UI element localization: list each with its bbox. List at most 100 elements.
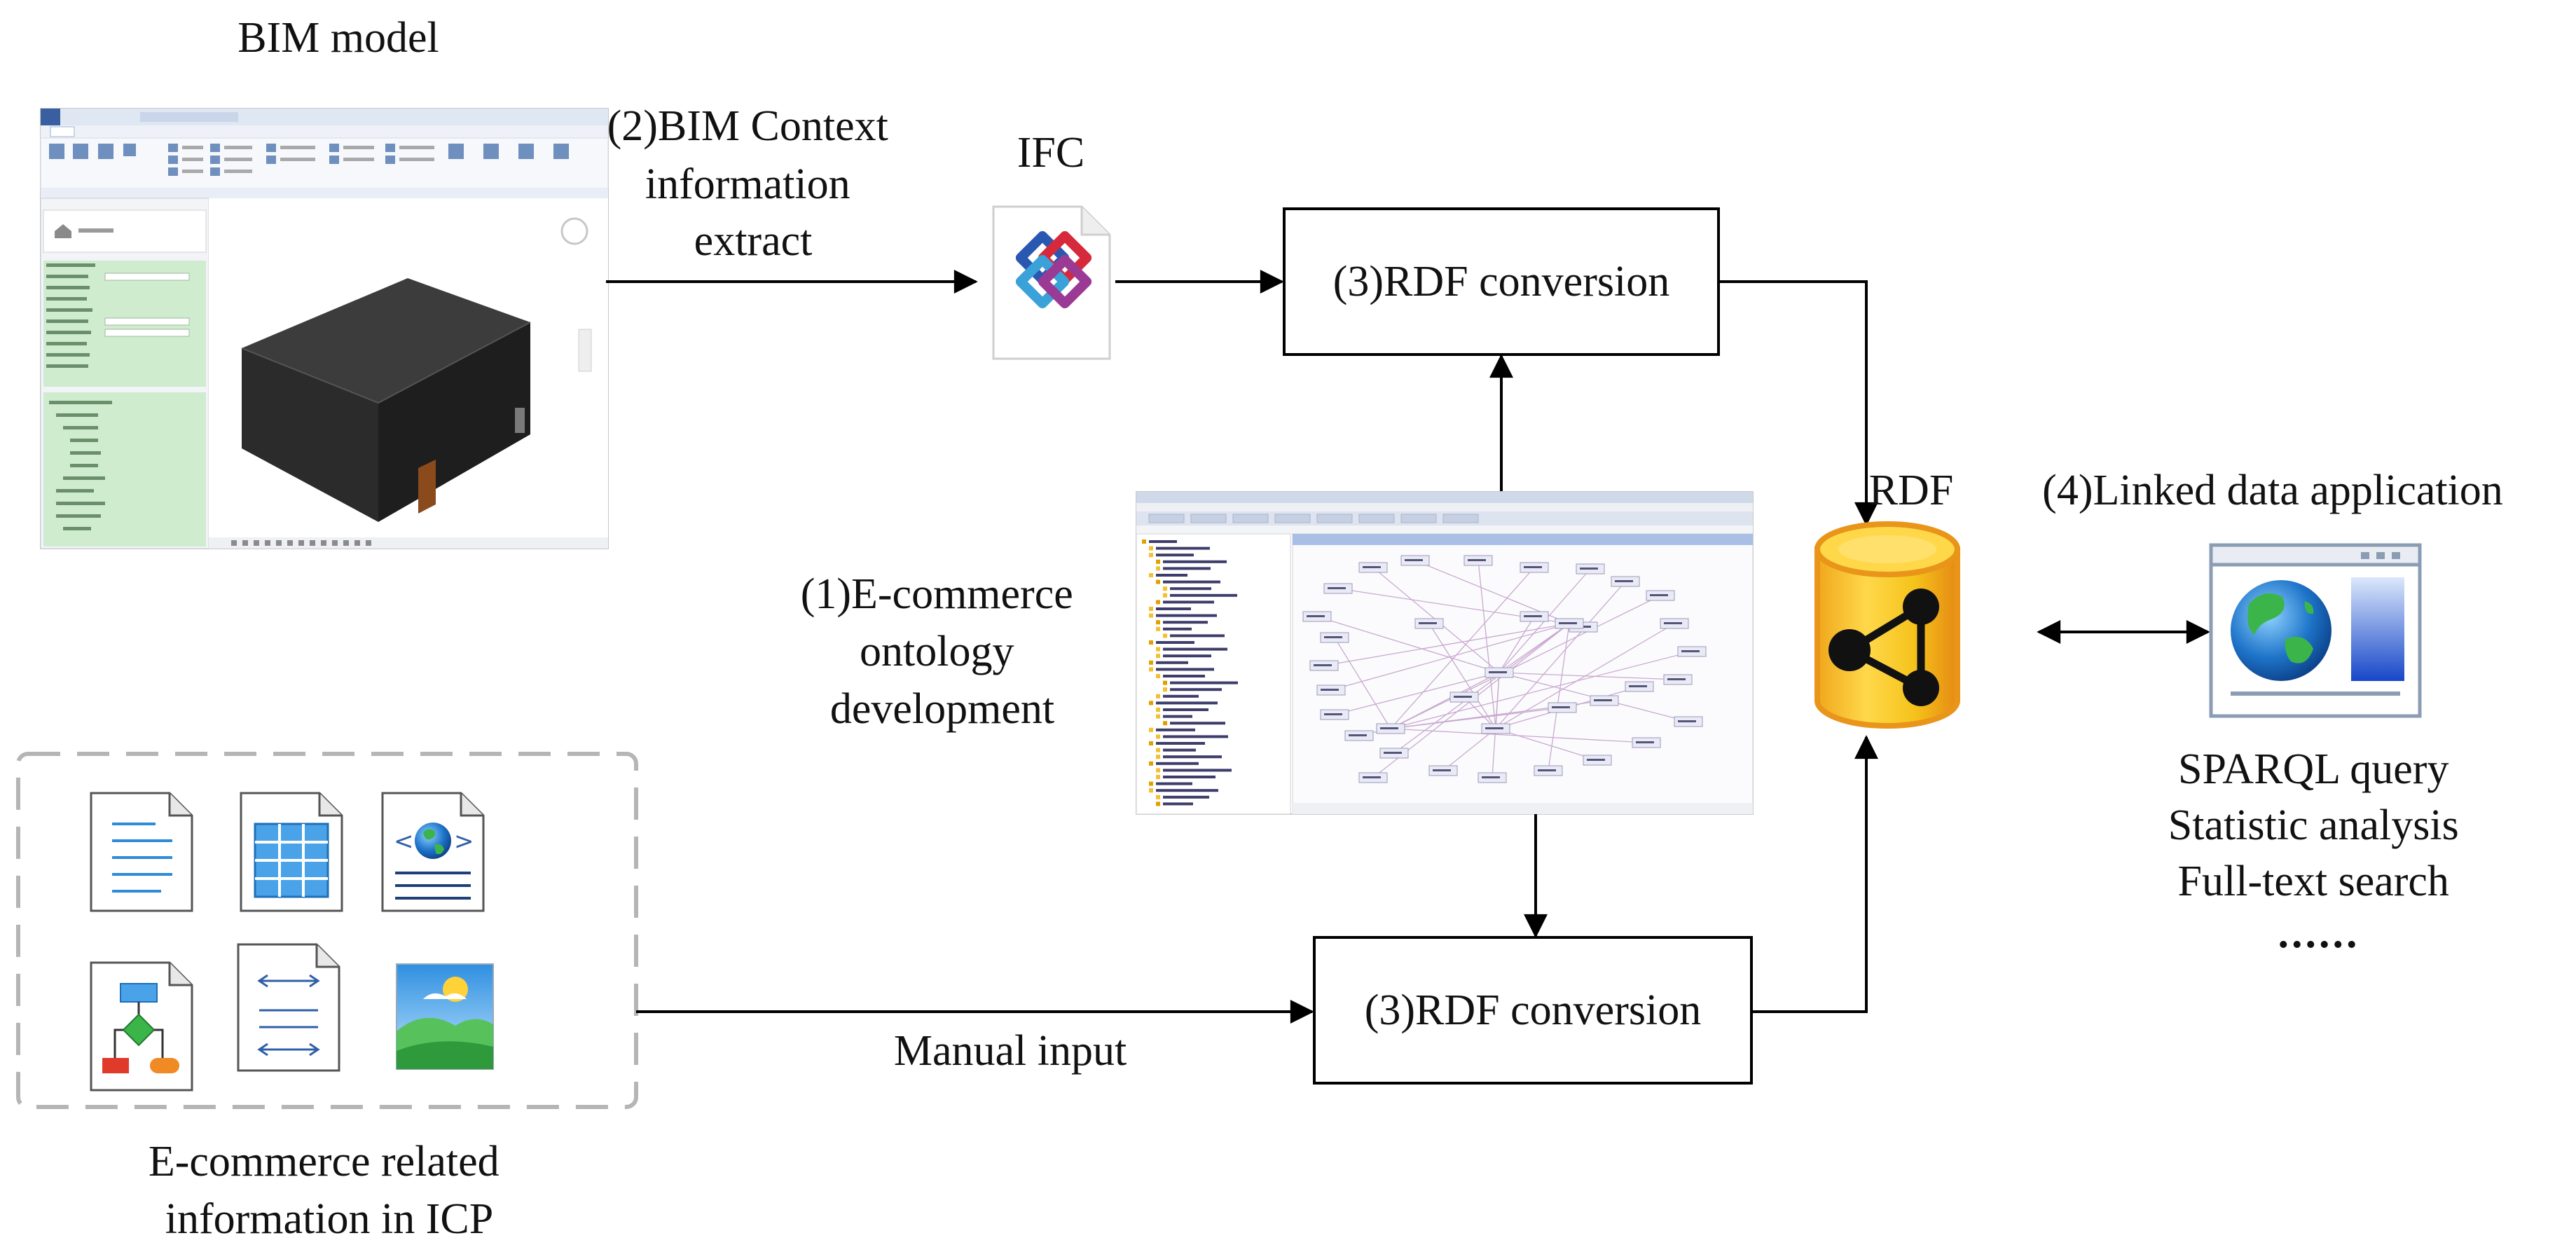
- ontology-graph-node-text: [1419, 622, 1437, 624]
- ontology-tree-bullet: [1163, 721, 1167, 726]
- arrow-rdf-conversion-bottom-to-rdf: [1751, 735, 1878, 1013]
- ontology-graph-node-text: [1468, 559, 1486, 561]
- code-document-icon: [237, 943, 340, 1072]
- rdf-database-icon: [1814, 521, 1960, 729]
- ontology-tree-bullet: [1163, 586, 1167, 591]
- ontology-graph-node-text: [1324, 713, 1342, 715]
- ontology-tree-item: [1163, 694, 1199, 698]
- globe-icon: [2231, 580, 2332, 681]
- ontology-tree-bullet: [1156, 620, 1160, 625]
- ontology-graph-edge: [1393, 623, 1570, 754]
- ontology-line-3: development: [830, 685, 1054, 733]
- bim-extract-line-3: extract: [694, 217, 813, 265]
- ontology-tree-item: [1163, 627, 1192, 631]
- ontology-tree-bullet: [1156, 775, 1160, 779]
- ontology-tree-bullet: [1149, 553, 1153, 558]
- ontology-tree-bullet: [1156, 768, 1160, 773]
- ontology-tree-item: [1156, 742, 1205, 745]
- rdf-conversion-bottom-box: [1313, 936, 1753, 1085]
- ontology-tree-item: [1156, 782, 1192, 785]
- spreadsheet-icon: [240, 792, 343, 912]
- ontology-tree-bullet: [1156, 579, 1160, 584]
- ontology-graph-node-text: [1321, 689, 1339, 691]
- ontology-graph-edge: [1428, 623, 1496, 729]
- flowchart-document-icon: [90, 961, 193, 1092]
- text-document-icon: [90, 792, 193, 912]
- ontology-tree-bullet: [1163, 593, 1167, 598]
- ontology-tree-bullet: [1149, 761, 1153, 766]
- ontology-tree-item: [1156, 668, 1214, 671]
- ecommerce-info-label: E-commerce related information in ICP: [149, 1138, 510, 1243]
- bim-extract-label: (2)BIM Context information extract: [607, 102, 900, 265]
- ontology-graph-node-text: [1587, 759, 1605, 761]
- ontology-graph-edge: [1499, 616, 1535, 673]
- ontology-graph-node-text: [1433, 769, 1451, 771]
- ontology-graph-node-text: [1629, 685, 1647, 687]
- ontology-tree-item: [1156, 762, 1199, 765]
- ontology-tree-bullet: [1156, 647, 1160, 652]
- ontology-tree-item: [1163, 795, 1209, 799]
- ontology-tree-item: [1170, 587, 1211, 591]
- ontology-tree-item: [1170, 688, 1222, 692]
- ontology-graph-node-text: [1615, 580, 1633, 582]
- ontology-graph-edge: [1330, 623, 1570, 691]
- ontology-graph-node-text: [1559, 622, 1577, 624]
- ontology-graph-node-text: [1307, 615, 1325, 617]
- ontology-graph-edge: [1334, 637, 1391, 729]
- linked-data-label: (4)Linked data application: [2042, 467, 2503, 514]
- ontology-line-2: ontology: [860, 628, 1014, 675]
- ontology-graph-node-text: [1328, 587, 1346, 589]
- ontology-tree-bullet: [1156, 626, 1160, 631]
- ontology-tree-item: [1156, 607, 1191, 610]
- bim-extract-line-1: (2)BIM Context: [607, 102, 888, 150]
- ontology-graph-node-text: [1667, 678, 1686, 680]
- ontology-tree-bullet: [1149, 701, 1153, 706]
- application-statistic-analysis: Statistic analysis: [2168, 802, 2459, 849]
- bim-model-screenshot: [40, 108, 609, 549]
- ontology-graph-edge: [1495, 672, 1500, 729]
- ontology-tree-bullet: [1156, 714, 1160, 719]
- ontology-graph-node-text: [1594, 699, 1612, 701]
- bim-model-title: BIM model: [237, 14, 439, 62]
- ontology-tree-item: [1163, 580, 1220, 584]
- ontology-tree-bullet: [1156, 694, 1160, 699]
- ontology-graph-node-text: [1580, 567, 1598, 570]
- ontology-tree-bullet: [1163, 680, 1167, 685]
- ontology-tree-item: [1163, 621, 1208, 624]
- ontology-tree-bullet: [1149, 573, 1153, 577]
- ifc-file-icon: [992, 205, 1111, 360]
- application-window-icon: [2209, 543, 2422, 718]
- ontology-tree-item: [1170, 681, 1238, 684]
- ontology-tree-item: [1163, 748, 1196, 752]
- ontology-graph-edge: [1390, 651, 1693, 729]
- ontology-graph-edge: [1442, 728, 1496, 771]
- ontology-tree-item: [1163, 647, 1227, 651]
- ontology-tree-bullet: [1156, 755, 1160, 759]
- ontology-tree-item: [1170, 722, 1225, 725]
- ontology-tree-bullet: [1156, 794, 1160, 799]
- ontology-tree-item: [1163, 802, 1193, 806]
- ontology-tree-item: [1163, 567, 1211, 570]
- applications-list: SPARQL query Statistic analysis Full-tex…: [2168, 745, 2470, 957]
- ontology-tree-bullet: [1142, 539, 1146, 544]
- ontology-tree-item: [1156, 574, 1187, 577]
- ontology-graph-node-text: [1552, 706, 1570, 708]
- arrow-rdf-conversion-top-to-rdf: [1719, 280, 1878, 526]
- ontology-graph-edge: [1499, 623, 1570, 673]
- ontology-graph-node-text: [1380, 727, 1398, 729]
- ontology-graph-node-text: [1324, 636, 1342, 638]
- ontology-tree-item: [1149, 540, 1177, 543]
- svg-text:>: >: [454, 827, 474, 855]
- ontology-tree-item: [1156, 701, 1218, 705]
- ontology-graph-edge: [1323, 623, 1570, 666]
- ontology-graph-edge: [1390, 707, 1563, 729]
- ontology-tree-bullet: [1149, 607, 1153, 611]
- ontology-tree-item: [1156, 546, 1210, 550]
- application-sparql-query: SPARQL query: [2178, 745, 2448, 793]
- ontology-tree-bullet: [1156, 802, 1160, 806]
- ontology-graph-node-text: [1664, 622, 1682, 624]
- ontology-graph-node-text: [1314, 664, 1332, 666]
- ontology-tree-item: [1163, 560, 1227, 563]
